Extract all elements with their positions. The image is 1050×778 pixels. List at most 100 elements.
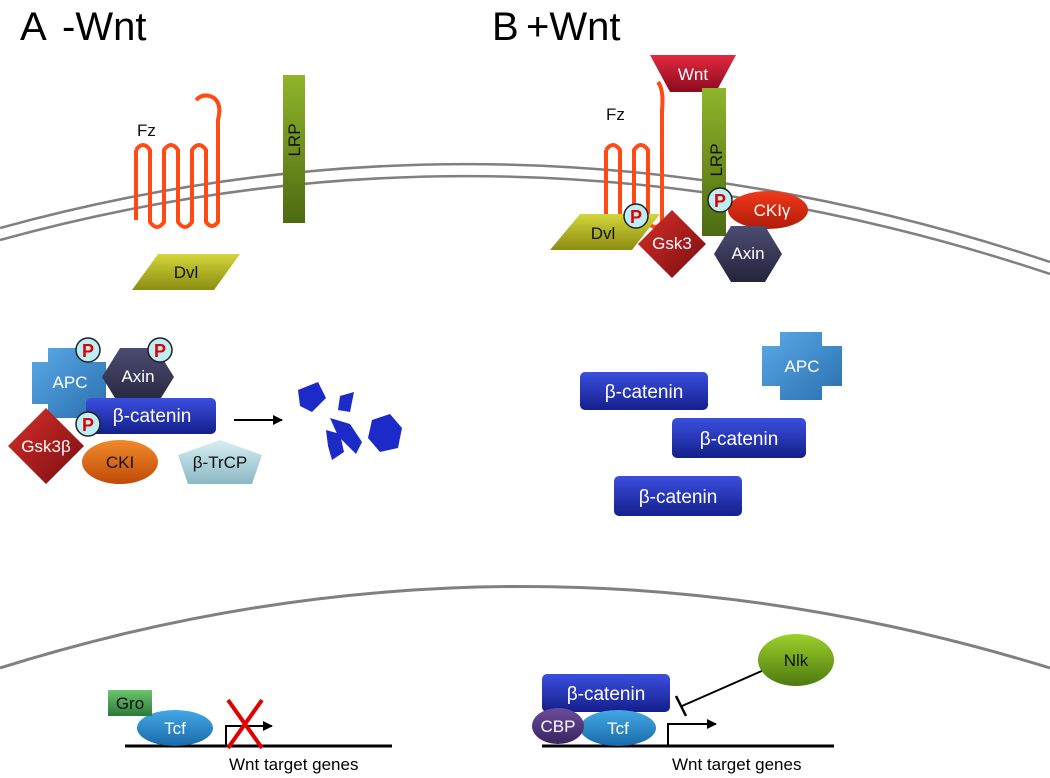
fz-b-helices: [604, 80, 665, 229]
fragment-4: [368, 414, 402, 452]
cki-shape: [82, 440, 158, 484]
wnt-shape: [650, 55, 736, 92]
destruction-complex: APC Axin β-catenin Gsk3β CKI P P P: [8, 337, 216, 484]
gsk3-beta-shape: [8, 408, 84, 484]
beta-catenin-free-3-label: β-catenin: [639, 487, 718, 508]
nlk-inhibition-line: [681, 669, 765, 707]
apc-b-shape: [762, 332, 842, 400]
fz-receptor-b: Fz: [604, 80, 665, 229]
nlk: Nlk: [674, 634, 834, 717]
cki-gamma: CKIγ: [728, 191, 808, 229]
panel-a-title: A -Wnt: [20, 5, 146, 49]
lrp-receptor-b: LRP: [702, 88, 726, 236]
membrane-outer: [0, 162, 1050, 264]
beta-catenin-nuclear-box: [542, 674, 670, 712]
degraded-beta-catenin: [298, 382, 402, 460]
nuclear-membrane: [0, 585, 1050, 670]
fz-receptor-a: Fz: [134, 93, 222, 229]
beta-catenin-free-2-label: β-catenin: [700, 429, 779, 450]
gsk3-b-label: Gsk3: [652, 234, 692, 253]
membrane-inner: [0, 174, 1050, 276]
lrp-b-label: LRP: [707, 143, 726, 176]
phosphate-beta-catenin: P: [75, 411, 101, 437]
cbp-shape: [532, 708, 584, 744]
gsk3-b-shape: [638, 210, 706, 278]
gro-label: Gro: [116, 694, 144, 713]
panel-a-letter: A: [20, 5, 47, 49]
svg-text:P: P: [154, 341, 166, 361]
phosphate-axin: P: [147, 337, 173, 363]
lrp-receptor-a: LRP: [283, 75, 305, 223]
gene-label-a: Wnt target genes: [229, 755, 358, 774]
gene-label-b: Wnt target genes: [672, 755, 801, 774]
fz-b-label: Fz: [606, 105, 625, 124]
tcf-a-shape: [137, 710, 213, 746]
plasma-membrane: [0, 162, 1050, 276]
apc-b-label: APC: [785, 357, 820, 376]
panel-b-letter: B: [492, 5, 519, 49]
lrp-a-label: LRP: [285, 123, 304, 156]
cki-label: CKI: [106, 453, 134, 472]
svg-text:P: P: [82, 415, 94, 435]
tcf-a-label: Tcf: [164, 719, 186, 738]
nlk-inhibition-bar: [674, 695, 688, 717]
dvl-a-label: Dvl: [174, 263, 199, 282]
svg-text:P: P: [714, 191, 726, 211]
fragment-5: [326, 430, 344, 460]
lrp-a-bar: [283, 75, 305, 223]
nlk-shape: [758, 634, 834, 686]
phosphate-apc: P: [75, 337, 101, 363]
apc-a-label: APC: [53, 373, 88, 392]
nucleus-a: Tcf Gro Wnt target genes: [108, 690, 392, 774]
beta-catenin-free-2: β-catenin: [672, 418, 806, 458]
beta-catenin-free-2-box: [672, 418, 806, 458]
transcription-start-b: [667, 719, 717, 746]
phosphate-dvl: P: [623, 203, 649, 229]
beta-catenin-free-3-box: [614, 476, 742, 516]
tcf-b-shape: [580, 710, 656, 746]
beta-catenin-a-label: β-catenin: [113, 406, 192, 427]
beta-catenin-free-1-box: [580, 372, 708, 410]
wnt-label: Wnt: [678, 65, 709, 84]
beta-catenin-a-box: [86, 398, 216, 434]
beta-trcp: β-TrCP: [178, 440, 262, 484]
cbp-label: CBP: [541, 717, 576, 736]
axin-b: Axin: [714, 226, 782, 282]
beta-catenin-free-1: β-catenin: [580, 372, 708, 410]
axin-a-shape: [102, 348, 174, 406]
gsk3-b: Gsk3: [638, 210, 706, 278]
cki-gamma-shape: [728, 191, 808, 229]
wnt-ligand: Wnt: [650, 55, 736, 92]
beta-catenin-free-3: β-catenin: [614, 476, 742, 516]
axin-b-shape: [714, 226, 782, 282]
gsk3-beta-label: Gsk3β: [21, 437, 71, 456]
nlk-label: Nlk: [784, 651, 809, 670]
fz-a-label: Fz: [137, 121, 156, 140]
svg-text:P: P: [630, 207, 642, 227]
panel-a-condition: -Wnt: [62, 5, 146, 49]
beta-catenin-free-1-label: β-catenin: [605, 382, 684, 403]
cki-gamma-label: CKIγ: [754, 201, 791, 220]
fragment-2: [338, 392, 354, 412]
gro-shape: [108, 690, 152, 716]
dvl-b-label: Dvl: [591, 224, 616, 243]
dvl-a: Dvl: [132, 254, 240, 290]
svg-text:P: P: [82, 341, 94, 361]
panel-b-title: B +Wnt: [492, 5, 620, 49]
panel-b-condition: +Wnt: [526, 5, 620, 49]
fz-a-helices: [134, 93, 222, 229]
transcription-start-a: [225, 721, 273, 746]
dvl-a-shape: [132, 254, 240, 290]
axin-a-label: Axin: [121, 367, 154, 386]
nucleus-b: β-catenin Tcf CBP Wnt target genes: [532, 674, 834, 774]
tcf-b-label: Tcf: [607, 719, 629, 738]
beta-catenin-nuclear-label: β-catenin: [567, 684, 646, 705]
fragment-1: [298, 382, 326, 412]
axin-b-label: Axin: [731, 244, 764, 263]
beta-trcp-shape: [178, 440, 262, 484]
phosphate-lrp: P: [707, 187, 733, 213]
beta-trcp-label: β-TrCP: [193, 453, 247, 472]
block-x-mark: [226, 698, 264, 750]
fragment-3: [330, 418, 362, 454]
